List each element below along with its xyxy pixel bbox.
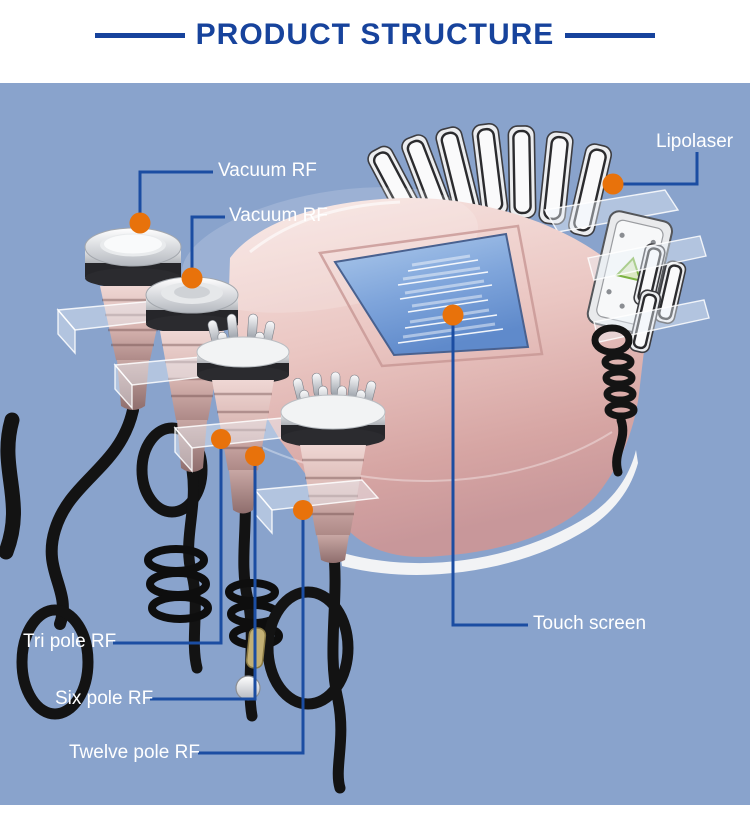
right-cable — [591, 324, 638, 477]
laser-warning-triangle — [615, 256, 642, 282]
callout-line-six-pole — [150, 456, 257, 701]
callout-dot-vacuum-1 — [129, 212, 151, 234]
label-lipolaser: Lipolaser — [656, 131, 734, 152]
lipolaser-pad-fan — [367, 122, 680, 237]
label-tri-pole-rf: Tri pole RF — [23, 631, 117, 652]
callout-line-vacuum-1 — [138, 170, 213, 223]
handpiece-cables — [0, 404, 354, 794]
callout-line-tri-pole — [113, 439, 223, 645]
handpiece-six-pole — [173, 313, 300, 514]
label-six-pole-rf: Six pole RF — [55, 688, 154, 709]
callout-dot-tri-pole — [211, 429, 231, 449]
callout-dot-twelve-pole — [293, 500, 313, 520]
callout-dot-vacuum-2 — [181, 267, 203, 289]
callout-dot-touch-screen — [442, 304, 464, 326]
page-header: PRODUCT STRUCTURE — [0, 12, 750, 58]
callout-lines — [113, 152, 699, 755]
pad-rack-acrylic — [543, 189, 680, 233]
title-dash-left — [94, 32, 185, 38]
callout-line-twelve-pole — [198, 510, 305, 755]
label-twelve-pole-rf: Twelve pole RF — [69, 742, 200, 763]
title-dash-right — [565, 32, 656, 38]
label-touch-screen: Touch screen — [533, 613, 647, 634]
callout-line-vacuum-2 — [190, 215, 225, 278]
callout-line-lipolaser — [613, 152, 699, 186]
label-vacuum-rf-2: Vacuum RF — [229, 205, 328, 226]
callout-dot-six-pole — [245, 446, 265, 466]
callout-dot-lipolaser — [602, 173, 624, 195]
screen-bezel — [318, 224, 544, 368]
touch-screen-display — [333, 232, 530, 357]
page-title: PRODUCT STRUCTURE — [195, 18, 555, 51]
handpiece-vacuum-1 — [56, 227, 183, 410]
handpiece-twelve-pole — [253, 371, 386, 563]
lipolaser-front-pads — [586, 210, 710, 477]
machine-base-strip — [340, 450, 638, 575]
cable-connector — [235, 627, 267, 701]
screen-menu-lines — [397, 254, 504, 344]
label-vacuum-rf-1: Vacuum RF — [218, 160, 317, 181]
callout-line-touch-screen — [451, 315, 528, 627]
